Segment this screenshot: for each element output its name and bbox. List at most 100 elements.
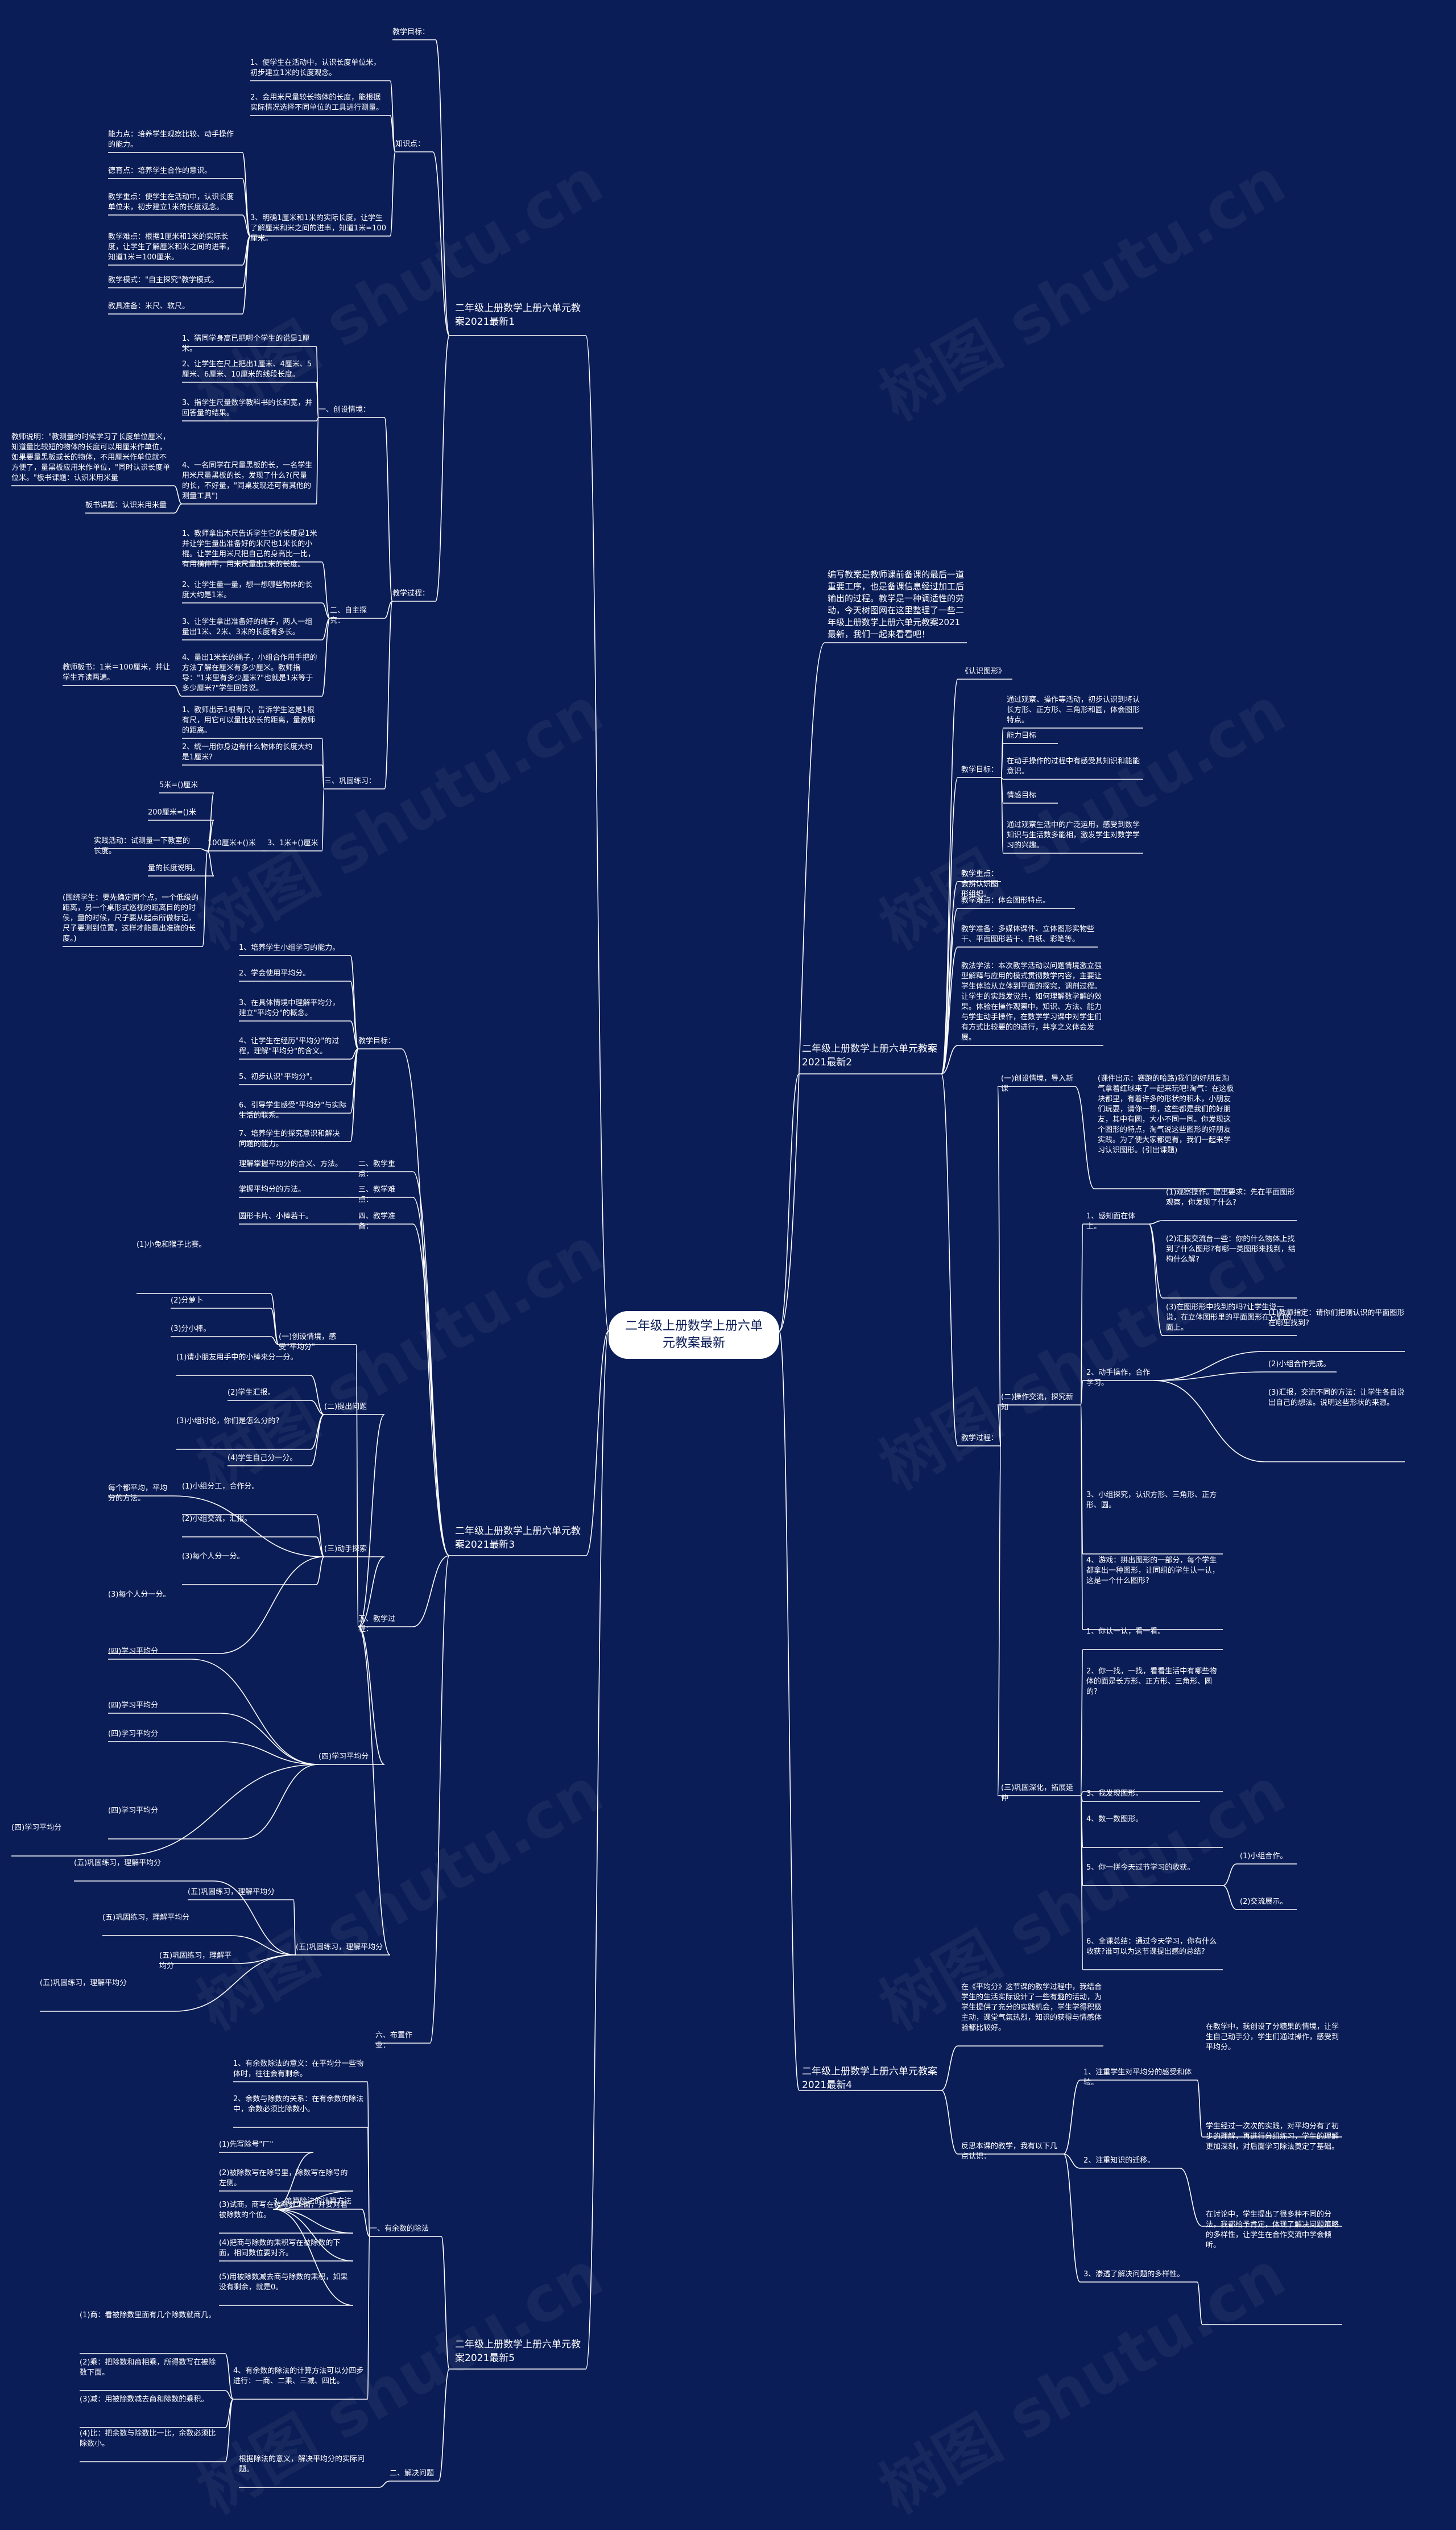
mindmap-node[interactable]: (围绕学生：要先确定同个点，一个低级的距离，另一个桌形式巡视的距离目的的时侯，量… [63, 894, 199, 943]
mindmap-node[interactable]: 教学难点：根据1厘米和1米的实际长度，让学生了解厘米和米之间的进率，知道1米＝1… [108, 233, 234, 262]
key-label[interactable]: 教学重点：会辨认识图形组织。 [961, 870, 999, 899]
mindmap-node[interactable]: 1、教师出示1根有尺，告诉学生这是1根有尺，用它可以量比较长的距离，量教师的距离… [182, 706, 316, 735]
mindmap-node[interactable]: (2)小组交流，汇报。 [182, 1515, 252, 1523]
mindmap-node[interactable]: 2、统一用你身边有什么物体的长度大约是1厘米? [182, 743, 313, 762]
mindmap-node[interactable]: (3)每个人分一分。 [108, 1590, 171, 1599]
mindmap-node[interactable]: (五)巩固练习，理解平均分 [296, 1943, 383, 1952]
mindmap-node[interactable]: 1、猜同学身高已把哪个学生的说是1厘米。 [182, 334, 310, 353]
mindmap-node[interactable]: (1)观察操作。提出要求：先在平面图形观察，你发现了什么? [1166, 1188, 1295, 1207]
mindmap-node[interactable]: (2)学生汇报。 [228, 1388, 275, 1397]
mindmap-node[interactable]: 三、教学难点： [358, 1185, 396, 1204]
mindmap-node[interactable]: 3、让学生拿出准备好的绳子，两人一组量出1米、2米、3米的长度有多长。 [182, 618, 313, 636]
mindmap-node[interactable]: 3、指学生尺量数学教科书的长和宽，并回答量的结果。 [182, 399, 313, 417]
mindmap-node[interactable]: 教师说明："教测量的时候学习了长度单位厘米，知道量比较短的物体的长度可以用厘米作… [11, 433, 170, 482]
mindmap-node[interactable]: 教学难点：体会图形特点。 [961, 896, 1050, 905]
mindmap-node[interactable]: 教学重点：会辨认识图形组织。 [961, 870, 999, 899]
mindmap-node[interactable]: (1)小组分工，合作分。 [182, 1482, 259, 1491]
mindmap-node[interactable]: 4、数一数图形。 [1086, 1815, 1143, 1824]
mindmap-node[interactable]: 4、游戏：拼出图形的一部分，每个学生都拿出一种图形，让同组的学生认一认，这是一个… [1086, 1556, 1220, 1585]
mindmap-node[interactable]: 3、小组探究，认识方形、三角形、正方形、圆。 [1086, 1491, 1217, 1510]
mindmap-node[interactable]: 教具准备：米尺、软尺。 [108, 302, 190, 311]
mindmap-node[interactable]: 2、你一找，一找，看看生活中有哪些物体的面是长方形、正方形、三角形、圆的? [1086, 1667, 1217, 1696]
mindmap-node[interactable]: (1)小组合作。 [1240, 1852, 1288, 1861]
mindmap-node[interactable]: (3)小组讨论，你们是怎么分的? [176, 1417, 280, 1425]
mindmap-node[interactable]: (二)提出问题 [324, 1403, 367, 1411]
mindmap-node[interactable]: 1、感知面在体上。 [1086, 1212, 1136, 1231]
mindmap-node[interactable]: (三)巩固深化，拓展延伸 [1001, 1784, 1074, 1803]
mindmap-node[interactable]: (五)巩固练习，理解平均分 [40, 1979, 127, 1987]
goal-label[interactable]: 教学目标： [358, 1037, 396, 1045]
mindmap-node[interactable]: 实践活动：试测量一下教室的长度。 [94, 837, 191, 855]
mindmap-node[interactable]: 通过观察、操作等活动，初步认识到将认长方形、正方形、三角形和圆，体会图形特点。 [1007, 696, 1140, 725]
mindmap-node[interactable]: 三、巩固练习： [324, 777, 377, 786]
mindmap-node[interactable]: 教师板书：1米＝100厘米，并让学生齐读两遍。 [63, 663, 171, 682]
mindmap-node[interactable]: (四)学习平均分 [108, 1647, 159, 1656]
mindmap-node[interactable]: 德育点：培养学生合作的意识。 [108, 167, 212, 175]
mindmap-node[interactable]: 4、一名同学在尺量黑板的长，一名学生用米尺量黑板的长，发现了什么?(尺量的长，不… [182, 461, 313, 501]
process-label[interactable]: 教学过程： [961, 1434, 999, 1442]
mindmap-node[interactable]: (四)学习平均分 [108, 1730, 159, 1738]
process-label[interactable]: 五、教学过程： [358, 1615, 396, 1634]
mindmap-node[interactable]: 在教学中，我创设了分糖果的情境，让学生自己动手分，学生们通过操作，感受到平均分。 [1206, 2023, 1339, 2052]
mindmap-node[interactable]: 100厘米+()米 [208, 839, 256, 848]
mindmap-node[interactable]: (五)巩固练习，理解平均分 [74, 1859, 162, 1867]
mindmap-node[interactable]: (五)巩固练习，理解平均分 [188, 1888, 275, 1896]
mindmap-node[interactable]: 3、明确1厘米和1米的实际长度，让学生了解厘米和米之间的进率，知道1米=100厘… [250, 214, 386, 243]
mindmap-node[interactable]: 四、教学准备： [358, 1212, 396, 1231]
mindmap-node[interactable]: 2、让学生量一量，想一想哪些物体的长度大约是1米。 [182, 581, 313, 600]
mindmap-node[interactable]: (3)试商，商写在被除数上面，并要对着被除数的个位。 [219, 2201, 348, 2219]
goal-label[interactable]: 教学目标： [961, 766, 999, 774]
mindmap-node[interactable]: 教学模式："自主探究"教学模式。 [108, 276, 218, 284]
mindmap-node[interactable]: 教学重点：使学生在活动中，认识长度单位米，初步建立1米的长度观念。 [108, 193, 234, 212]
mindmap-node[interactable]: 反思本课的教学，我有以下几点认识： [961, 2142, 1058, 2161]
mindmap-node[interactable]: 4、让学生在经历"平均分"的过程，理解"平均分"的含义。 [239, 1037, 340, 1056]
mindmap-node[interactable]: 通过观察生活中的广泛运用，感受到数学知识与生活数多能相，激发学生对数学学习的兴趣… [1007, 821, 1140, 850]
mindmap-node[interactable]: 二、自主探究： [330, 606, 367, 625]
mindmap-node[interactable]: 在讨论中，学生提出了很多种不同的分法，我都给予肯定，体现了解决问题策略的多样性，… [1206, 2210, 1339, 2250]
mindmap-node[interactable]: 2、学会使用平均分。 [239, 969, 311, 978]
mindmap-node[interactable]: (1)小兔和猴子比赛。 [136, 1241, 206, 1249]
mindmap-node[interactable]: 1、注重学生对平均分的感受和体验。 [1083, 2068, 1192, 2087]
mindmap-node[interactable]: 每个都平均，平均分的方法。 [108, 1484, 168, 1503]
mindmap-node[interactable]: 2、会用米尺量较长物体的长度，能根据实际情况选择不同单位的工具进行测量。 [250, 93, 384, 112]
branch-3[interactable]: 二年级上册数学上册六单元教案2021最新3 [455, 1526, 581, 1551]
mindmap-node[interactable]: (2)分萝卜 [171, 1296, 204, 1305]
mindmap-node[interactable]: 3、1米+()厘米 [267, 839, 318, 848]
mindmap-node[interactable]: 6、引导学生感受"平均分"与实际生活的联系。 [239, 1101, 347, 1120]
mindmap-node[interactable]: (4)比：把余数与除数比一比，余数必须比除数小。 [80, 2429, 216, 2448]
mindmap-node[interactable]: 二、教学重点： [358, 1160, 396, 1179]
mindmap-node[interactable]: 2、动手操作，合作学习。 [1086, 1369, 1151, 1387]
mindmap-node[interactable]: 在《平均分》这节课的教学过程中，我结合学生的生活实际设计了一些有趣的活动，为学生… [961, 1983, 1102, 2032]
mindmap-node[interactable]: (3)在图形形中找到的吗?让学生说一说，在立体图形里的平面图形在它们的面上。 [1166, 1303, 1292, 1332]
goal-label[interactable]: 教学目标： [392, 28, 430, 36]
mindmap-node[interactable]: 3、渗透了解决问题的多样性。 [1083, 2270, 1185, 2279]
mindmap-node[interactable]: 5、你一拼今天过节学习的收获。 [1086, 1863, 1195, 1872]
mindmap-node[interactable]: 1、有余数除法的意义：在平均分一些物体时，往往会有剩余。 [233, 2060, 364, 2078]
mindmap-node[interactable]: 4、量出1米长的绳子，小组合作用手把的方法了解在厘米有多少厘米。教师指导："1米… [182, 654, 317, 693]
mindmap-node[interactable]: 1、教师拿出木尺告诉学生它的长度是1米并让学生量出准备好的米尺也1米长的小棍。让… [182, 530, 317, 569]
mindmap-node[interactable]: 1、培养学生小组学习的能力。 [239, 944, 340, 952]
mindmap-node[interactable]: 能力点：培养学生观察比较、动手操作的能力。 [108, 130, 234, 149]
branch-1[interactable]: 二年级上册数学上册六单元教案2021最新1 [455, 303, 581, 328]
mindmap-node[interactable]: 六、布置作业： [375, 2031, 413, 2050]
mindmap-node[interactable]: 板书课题：认识米用米量 [85, 501, 167, 510]
mindmap-node[interactable]: 3、我发现图形。 [1086, 1789, 1143, 1798]
mindmap-node[interactable]: 能力目标 [1007, 731, 1037, 740]
mindmap-node[interactable]: 3、在具体情境中理解平均分，建立"平均分"的概念。 [239, 999, 340, 1018]
mindmap-node[interactable]: (3)汇报，交流不同的方法：让学生各自说出自己的想法。说明这些形状的来源。 [1268, 1388, 1405, 1407]
root-topic[interactable]: 二年级上册数学上册六单元教案最新 [609, 1311, 779, 1359]
mindmap-node[interactable]: 2、注重知识的迁移。 [1083, 2156, 1155, 2165]
mindmap-node[interactable]: (2)交流展示。 [1240, 1897, 1288, 1906]
mindmap-node[interactable]: 二、解决问题 [390, 2469, 435, 2478]
mindmap-node[interactable]: (四)学习平均分 [318, 1752, 369, 1761]
mindmap-node[interactable]: (5)用被除数减去商与除数的乘积，如果没有剩余，就是0。 [219, 2273, 348, 2292]
mindmap-node[interactable]: 教学准备：多媒体课件、立体图形实物些干、平面图形若干、白纸、彩笔等。 [961, 925, 1095, 944]
mindmap-node[interactable]: 200厘米=()米 [148, 808, 196, 817]
mindmap-node[interactable]: 圆形卡片、小棒若干。 [239, 1212, 313, 1221]
mindmap-node[interactable]: 3、笔算除法的计算方法 [273, 2197, 352, 2206]
mindmap-node[interactable]: 教法学法：本次教学活动以问题情境激立强型解释与应用的模式贯彻数学内容，主要让学生… [961, 962, 1102, 1042]
mindmap-node[interactable]: 一、创设情境： [318, 406, 371, 414]
mindmap-node[interactable]: 情感目标 [1007, 791, 1037, 800]
branch-2[interactable]: 二年级上册数学上册六单元教案2021最新2 [802, 1043, 937, 1068]
mindmap-node[interactable]: 7、培养学生的探究意识和解决问题的能力。 [239, 1130, 340, 1148]
